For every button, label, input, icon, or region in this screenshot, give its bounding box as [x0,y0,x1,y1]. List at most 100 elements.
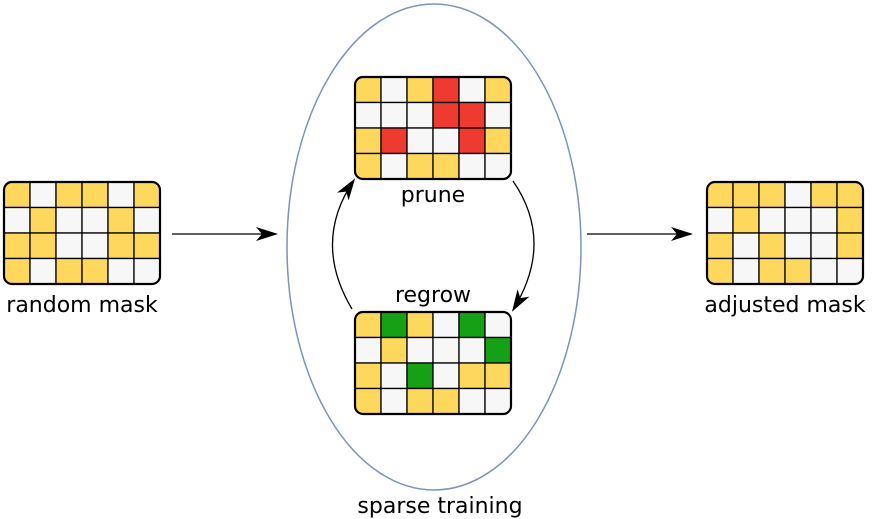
random-mask-label: random mask [6,293,158,318]
mask-cell-yellow [406,152,434,179]
mask-cell-white [380,101,408,129]
mask-cell-yellow [4,182,31,209]
mask-cell-yellow [133,182,160,209]
mask-cell-yellow [406,387,434,414]
regrow-grid [355,312,511,414]
mask-cell-green [380,312,408,339]
mask-cell-yellow [380,336,408,364]
mask-cell-yellow [432,387,460,414]
mask-cell-yellow [810,182,838,209]
mask-cell-white [810,257,838,284]
mask-cell-yellow [406,77,434,104]
mask-cell-white [133,257,160,284]
regrow-frame [353,310,513,416]
mask-cell-white [29,257,57,284]
mask-cell-yellow [107,206,135,234]
mask-cell-white [107,257,135,284]
mask-cell-yellow [836,182,863,209]
mask-cell-red [432,77,460,104]
mask-cell-yellow [484,362,511,390]
regrow-label: regrow [395,283,471,308]
prune-frame [353,75,513,181]
mask-cell-white [432,362,460,390]
mask-cell-red [458,127,486,155]
mask-cell-white [484,101,511,129]
mask-cell-yellow [836,206,863,234]
mask-cell-white [355,336,382,364]
mask-cell-yellow [732,182,760,209]
mask-cell-yellow [55,182,83,209]
mask-cell-white [758,206,786,234]
mask-cell-white [133,206,160,234]
mask-cell-white [355,101,382,129]
mask-cell-green [484,336,511,364]
mask-cell-white [55,232,83,260]
mask-cell-white [732,257,760,284]
mask-cell-white [810,206,838,234]
mask-cell-yellow [484,127,511,155]
mask-cell-white [380,362,408,390]
mask-cell-white [380,152,408,179]
mask-cell-red [432,101,460,129]
regrow-to-prune-arrow [331,178,356,310]
mask-cell-yellow [406,312,434,339]
mask-cell-white [810,232,838,260]
mask-cell-white [732,232,760,260]
mask-cell-white [432,336,460,364]
mask-cell-white [406,127,434,155]
mask-cell-yellow [758,232,786,260]
mask-cell-yellow [836,232,863,260]
mask-cell-yellow [784,257,812,284]
mask-cell-white [458,336,486,364]
mask-cell-white [458,152,486,179]
mask-cell-white [484,387,511,414]
mask-cell-yellow [4,232,31,260]
prune-to-regrow-arrow [511,180,535,312]
mask-cell-white [81,206,109,234]
mask-cell-yellow [355,312,382,339]
mask-cell-white [836,257,863,284]
mask-cell-yellow [4,257,31,284]
mask-cell-yellow [355,77,382,104]
mask-cell-yellow [355,387,382,414]
mask-cell-yellow [355,152,382,179]
mask-cell-white [81,232,109,260]
mask-cell-white [484,312,511,339]
mask-cell-yellow [355,362,382,390]
adjusted-mask-frame [705,180,865,286]
mask-cell-yellow [707,232,734,260]
adjusted-mask-label: adjusted mask [704,293,865,318]
mask-cell-yellow [81,182,109,209]
mask-cell-white [4,206,31,234]
mask-cell-yellow [55,257,83,284]
mask-cell-yellow [484,77,511,104]
mask-cell-yellow [707,182,734,209]
mask-cell-yellow [81,257,109,284]
mask-cell-white [784,206,812,234]
mask-cell-white [29,182,57,209]
mask-cell-white [107,182,135,209]
mask-cell-white [484,152,511,179]
mask-cell-yellow [107,232,135,260]
mask-cell-white [784,232,812,260]
mask-cell-white [784,182,812,209]
mask-cell-green [458,312,486,339]
prune-grid [355,77,511,179]
mask-cell-yellow [29,206,57,234]
mask-cell-yellow [758,257,786,284]
sparse-training-label: sparse training [357,494,522,519]
mask-cell-white [707,206,734,234]
mask-cell-white [406,336,434,364]
mask-cell-yellow [133,232,160,260]
mask-cell-white [458,77,486,104]
mask-cell-yellow [458,362,486,390]
mask-cell-white [380,77,408,104]
mask-cell-yellow [707,257,734,284]
sparse-training-ellipse [286,3,582,491]
random-mask-grid [4,182,160,284]
mask-cell-yellow [432,152,460,179]
mask-cell-green [406,362,434,390]
mask-cell-white [432,127,460,155]
mask-cell-red [458,101,486,129]
